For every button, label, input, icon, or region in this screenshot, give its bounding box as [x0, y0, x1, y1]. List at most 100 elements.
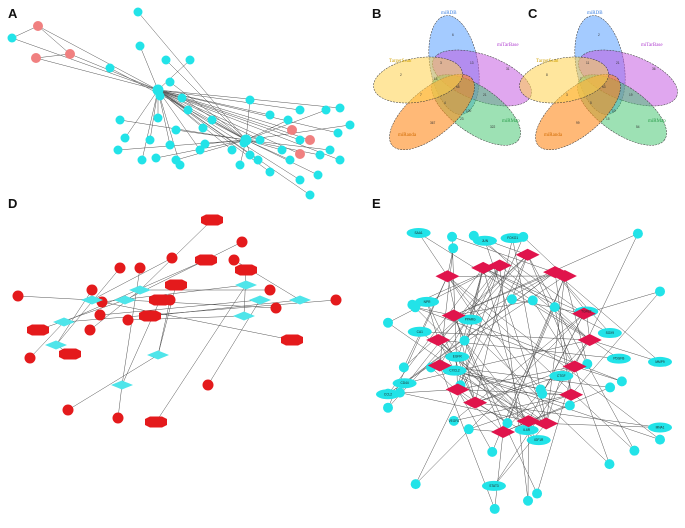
gene-node-label: NPR — [424, 300, 431, 304]
network-edge — [157, 89, 301, 111]
gene-node — [407, 326, 432, 337]
gene-node — [255, 135, 265, 145]
gene-node — [392, 378, 417, 389]
gene-node — [265, 167, 275, 177]
gene-node — [448, 415, 459, 426]
gene-node — [445, 351, 470, 362]
network-edge — [439, 365, 611, 388]
mirna-node — [330, 294, 342, 306]
network-edge — [426, 301, 439, 341]
venn-c-num: 8 — [546, 73, 548, 77]
venn-c-num: 11 — [586, 61, 590, 65]
network-edge — [430, 367, 504, 433]
network-edge — [574, 366, 622, 382]
network-edge — [55, 267, 121, 346]
network-edge — [17, 295, 93, 301]
panel-letter-d: D — [8, 196, 17, 211]
network-edge — [468, 394, 572, 430]
mirna-hub-node — [114, 295, 136, 305]
network-edge — [157, 59, 191, 91]
gene-node — [295, 105, 305, 115]
mirna-node — [228, 254, 240, 266]
gene-node-label: SOX9 — [606, 331, 615, 335]
gene-node — [315, 150, 325, 160]
network-edge — [157, 89, 341, 161]
gene-node-label: SAA1 — [415, 231, 423, 235]
network-edge — [157, 89, 181, 166]
gene-node-label: JUN — [482, 239, 489, 243]
network-edge — [546, 423, 661, 428]
gene-node — [200, 139, 210, 149]
venn-b-num: 21 — [483, 93, 487, 97]
gene-node — [171, 125, 181, 135]
circrna-hub-node — [463, 396, 488, 409]
gene-node — [458, 314, 483, 325]
venn-c-label-miranda: miRanda — [544, 133, 563, 138]
network-edge — [503, 387, 611, 433]
gene-node — [564, 400, 575, 411]
network-edge — [117, 384, 123, 419]
network-edge — [554, 307, 572, 395]
venn-c-num: 10 — [612, 109, 616, 113]
circrna-hub-node — [515, 248, 540, 261]
network-edge — [99, 299, 261, 316]
gene-node — [245, 95, 255, 105]
gene-node — [648, 422, 672, 433]
network-edge — [457, 363, 588, 390]
network-edge — [387, 267, 484, 395]
mirna-node — [236, 236, 248, 248]
network-edge — [157, 89, 233, 151]
gene-node — [137, 155, 147, 165]
network-edge — [207, 299, 261, 386]
gene-node-label: CD44 — [401, 381, 409, 385]
network-edge — [528, 313, 585, 422]
venn-c-num: 54 — [636, 125, 640, 129]
venn-c-num: 21 — [616, 61, 620, 65]
network-edge — [404, 339, 590, 384]
gene-node — [295, 175, 305, 185]
network-edge — [536, 366, 575, 494]
mirna-node — [201, 214, 223, 226]
panel-letter-c: C — [528, 6, 538, 21]
gene-node — [655, 286, 665, 297]
gene-node — [245, 150, 255, 160]
gene-node — [463, 424, 474, 435]
network-edge — [438, 254, 528, 341]
network-edge — [545, 375, 562, 424]
network-edge — [451, 236, 565, 277]
network-edge — [37, 25, 159, 91]
gene-node-label: CXCL2 — [449, 369, 460, 373]
gene-node — [616, 376, 627, 387]
network-edge — [124, 89, 159, 139]
mirna-hub-node — [45, 340, 67, 350]
gene-node — [407, 299, 418, 310]
gene-node-label: PPARG — [465, 318, 476, 322]
network-edge — [473, 235, 585, 314]
venn-b-label-mitarbase: miTarBase — [497, 43, 519, 48]
mirna-node — [235, 264, 257, 276]
venn-b-num: 367 — [430, 121, 436, 125]
gene-node — [448, 243, 459, 254]
mirna-node — [202, 379, 214, 391]
mirna-node — [86, 284, 98, 296]
network-edge — [245, 109, 327, 141]
network-edge — [419, 331, 590, 341]
gene-node — [500, 233, 525, 244]
network-edge — [155, 284, 247, 423]
network-edge — [157, 89, 261, 141]
circrna-hub-node — [516, 415, 541, 428]
gene-node — [410, 479, 421, 490]
mirna-hub-node — [249, 295, 271, 305]
network-edge — [387, 275, 566, 394]
gene-node — [489, 503, 500, 514]
circrna-hub-node — [552, 269, 577, 282]
mirna-node — [139, 310, 161, 322]
gene-node — [265, 110, 275, 120]
venn-c-num: 19 — [629, 93, 633, 97]
circrna-hub-node — [534, 417, 559, 430]
network-edge — [554, 271, 611, 334]
network-edge — [91, 299, 293, 341]
mirna-node — [24, 352, 36, 364]
mirna-hub-node — [129, 285, 151, 295]
gene-node — [447, 231, 458, 242]
